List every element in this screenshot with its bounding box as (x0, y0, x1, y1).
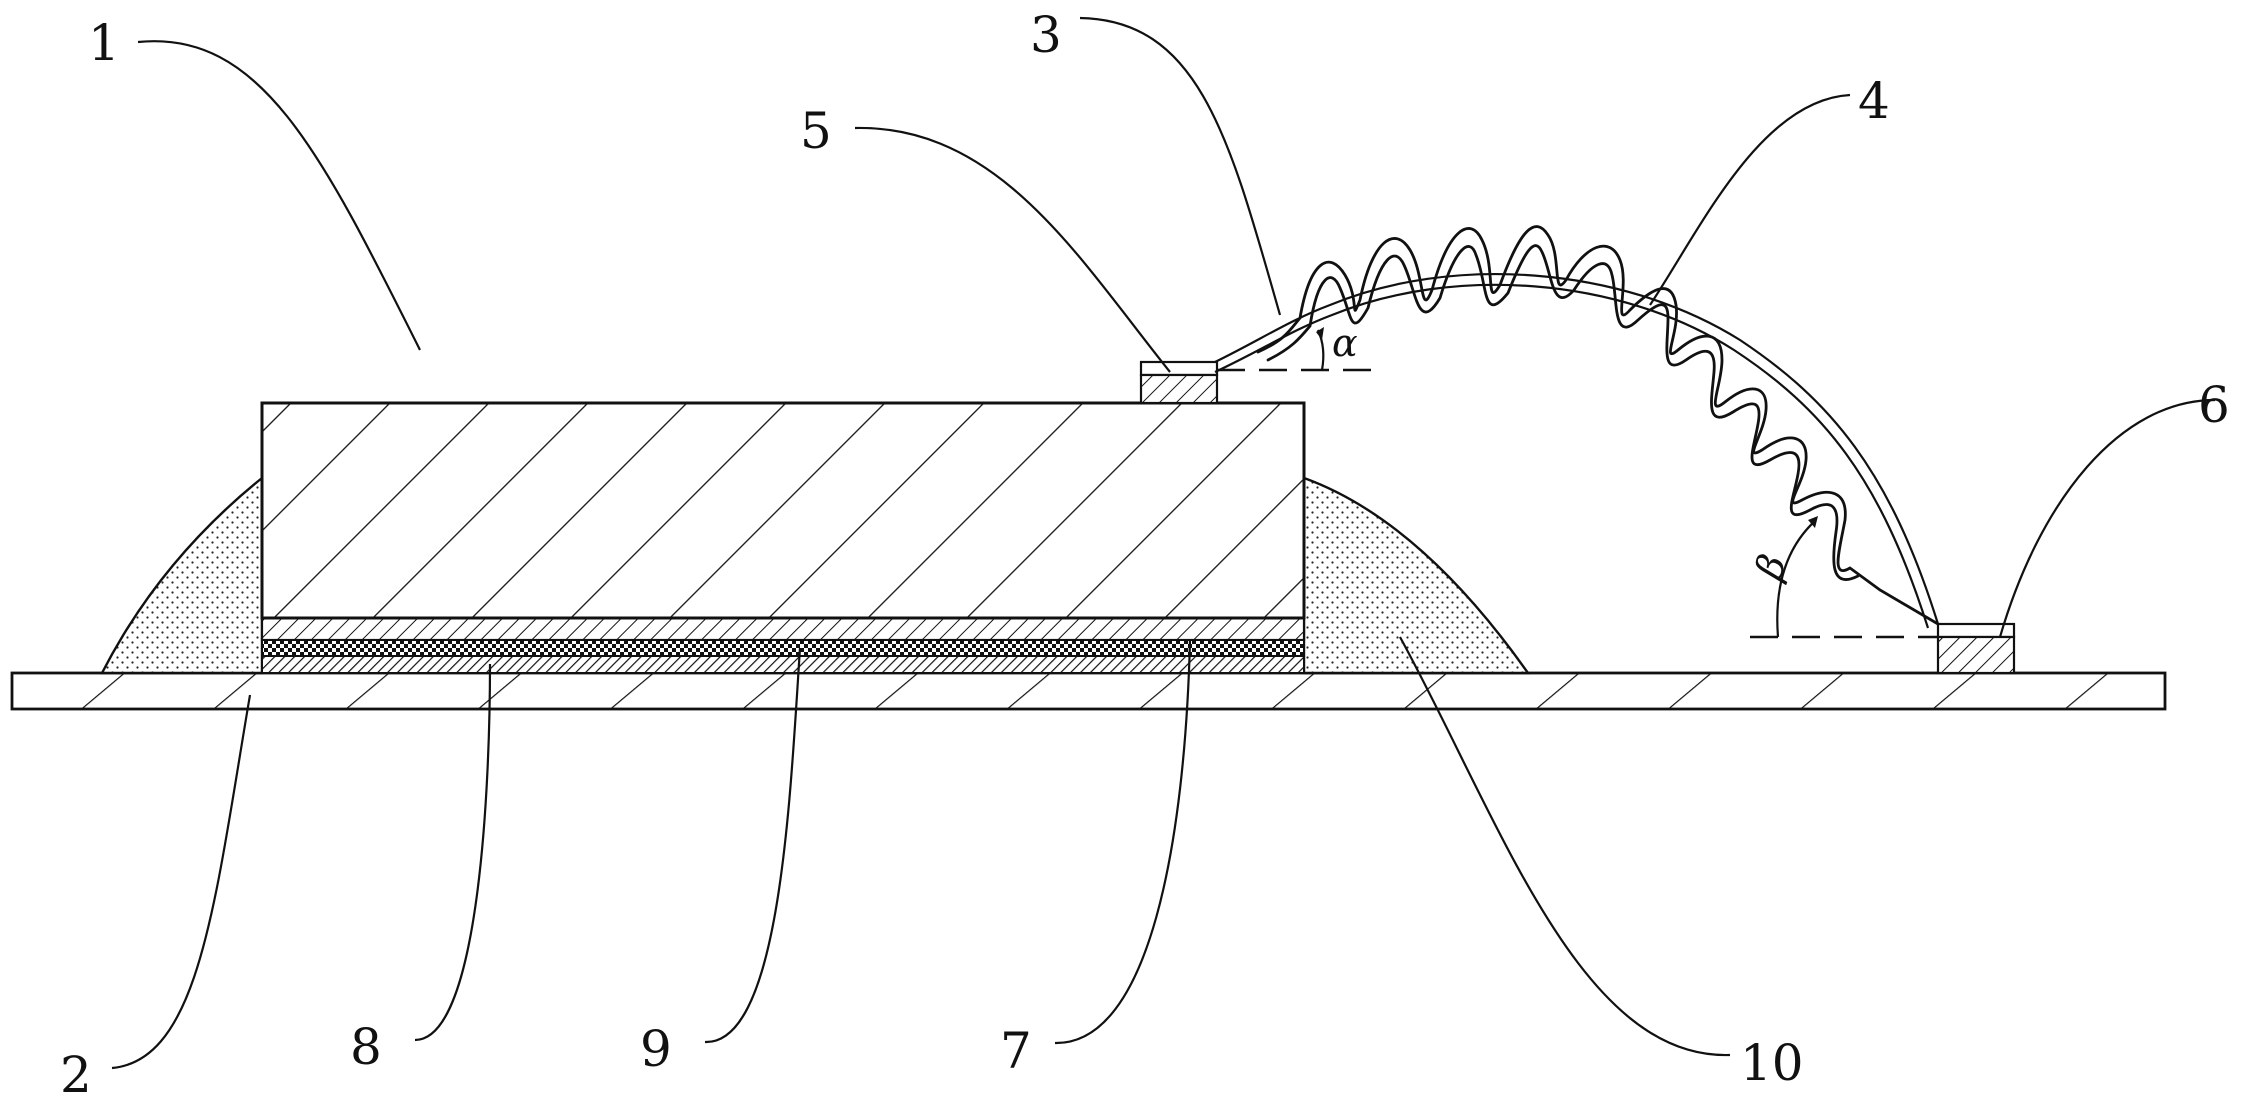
label-6: 6 (2198, 376, 2230, 434)
label-3: 3 (1030, 6, 1062, 64)
layer-7 (262, 618, 1304, 640)
label-5: 5 (800, 102, 832, 160)
substrate-2 (12, 673, 2165, 709)
layer-8 (262, 656, 1304, 673)
label-1: 1 (88, 14, 120, 72)
label-2: 2 (60, 1046, 92, 1104)
bonding-layers (262, 618, 1304, 673)
label-9: 9 (640, 1020, 672, 1078)
label-4: 4 (1858, 72, 1890, 130)
label-7: 7 (1000, 1022, 1032, 1080)
bond-pad-5 (1141, 362, 1217, 403)
alpha-symbol: α (1332, 321, 1358, 365)
label-10: 10 (1740, 1034, 1804, 1092)
label-8: 8 (350, 1018, 382, 1076)
beta-symbol: β (1746, 549, 1796, 587)
chip-1 (262, 403, 1304, 618)
layer-9 (262, 640, 1304, 656)
